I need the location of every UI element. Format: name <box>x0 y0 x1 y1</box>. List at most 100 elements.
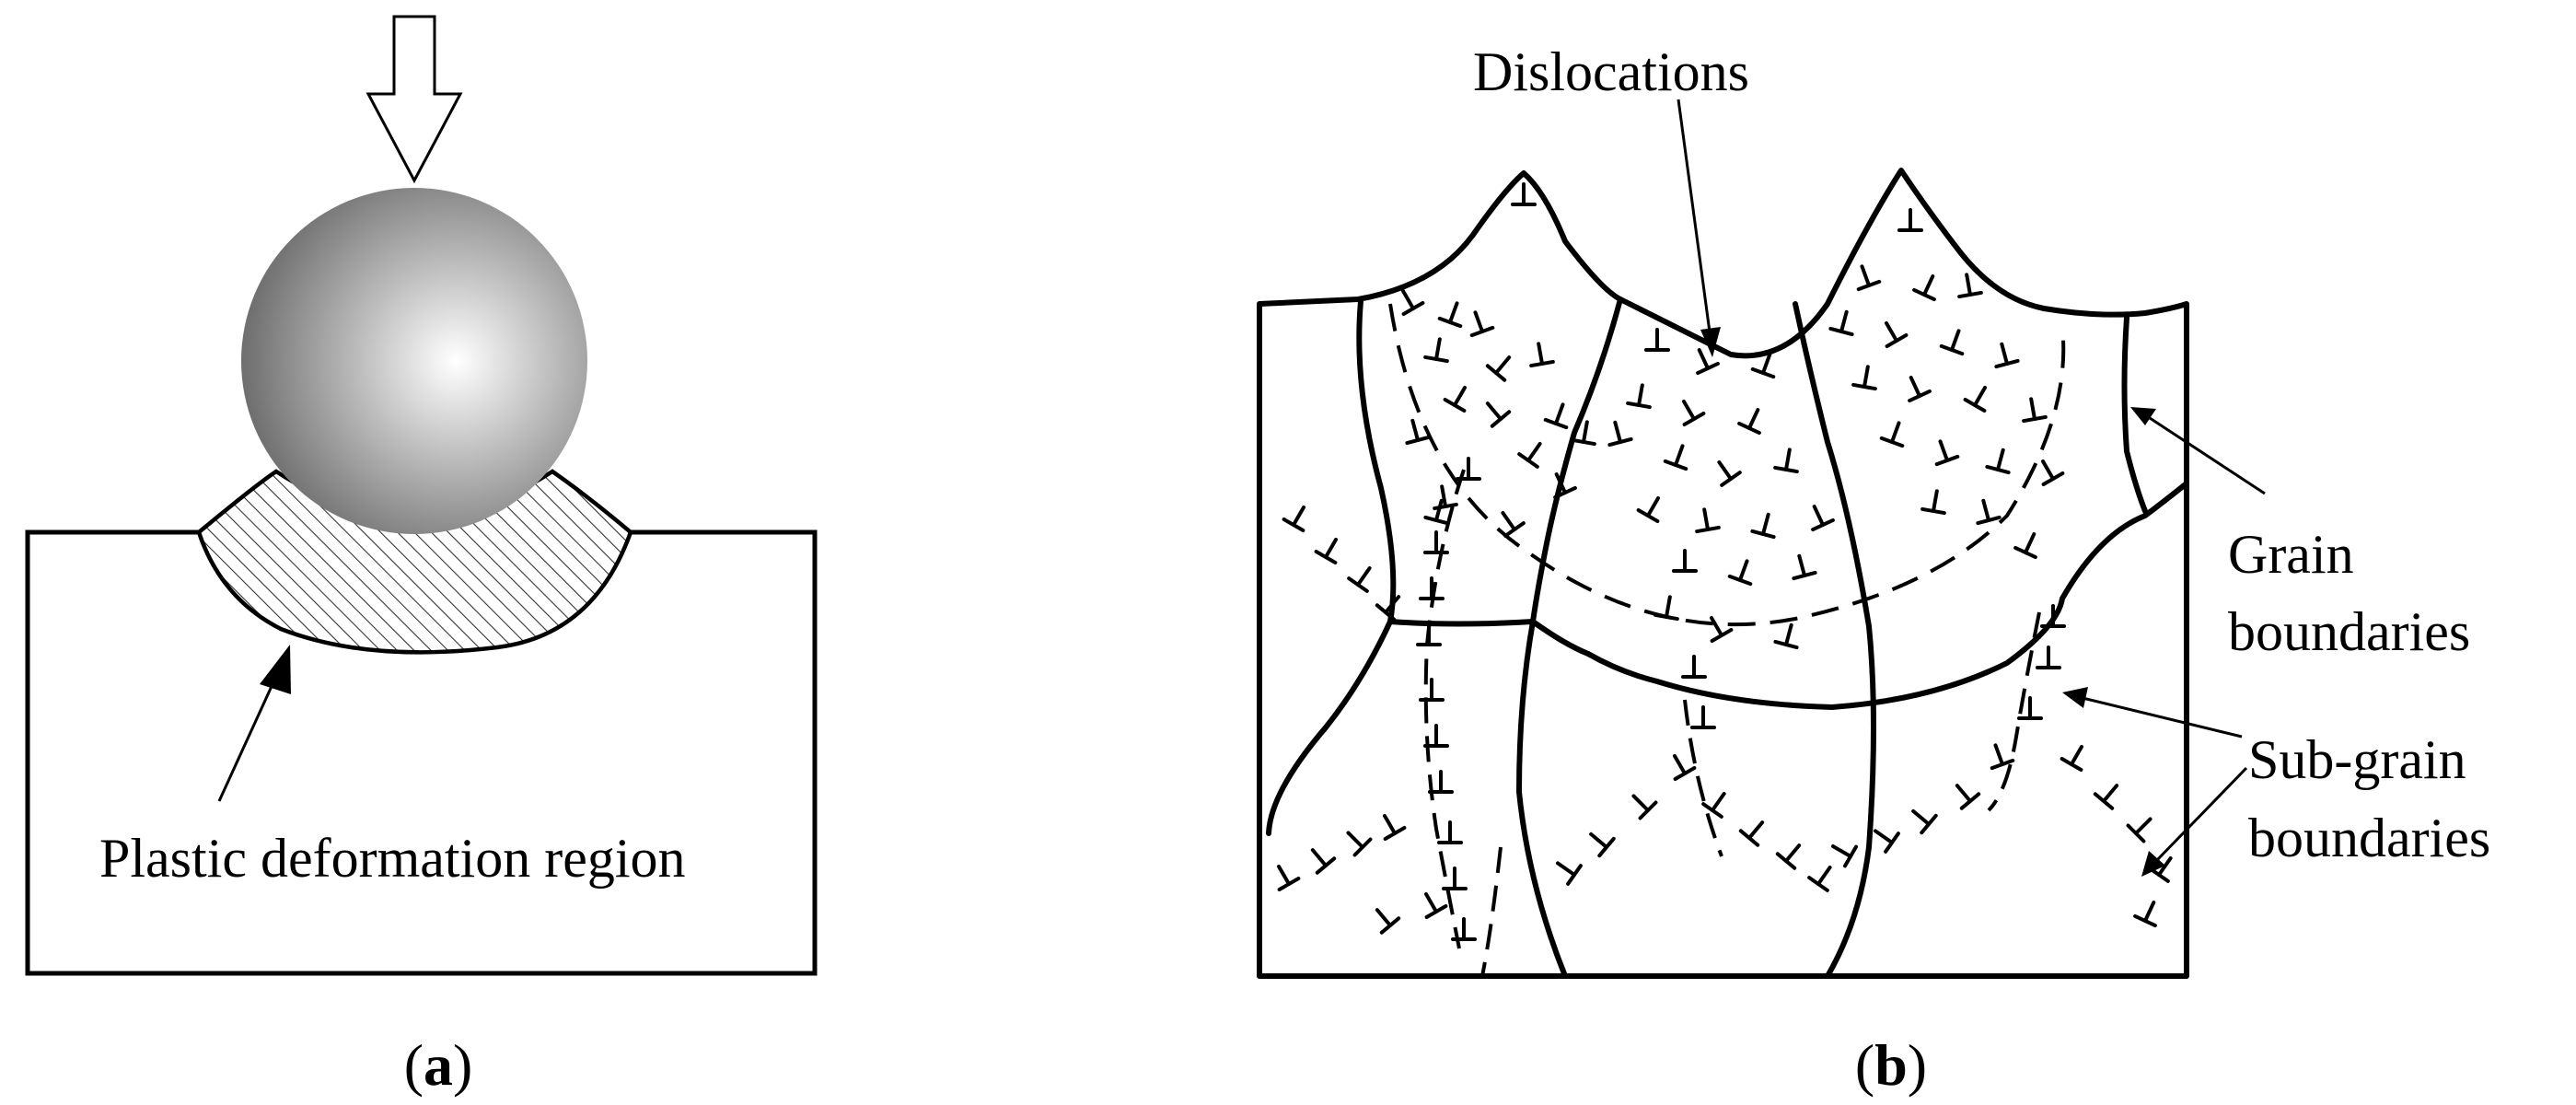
plastic-deformation-label: Plastic deformation region <box>99 828 686 889</box>
grain-boundaries <box>1266 297 2189 979</box>
dislocation-symbol-icon <box>2133 901 2157 928</box>
dislocation-symbol-icon <box>1424 891 1448 919</box>
load-arrow-icon <box>366 15 463 184</box>
dislocation-symbol-icon <box>1939 329 1965 356</box>
dislocation-symbol-icon <box>1346 831 1373 857</box>
dislocation-symbol-icon <box>1437 820 1463 844</box>
deformation-zone-arc-outer <box>1388 303 2066 627</box>
dislocation-symbol-icon <box>1955 784 1981 810</box>
dislocation-symbol-icon <box>1682 399 1706 426</box>
dislocation-symbol-icon <box>1375 595 1401 622</box>
indenter-ball <box>241 188 587 534</box>
dislocation-symbol-icon <box>1423 498 1449 526</box>
caption-a: (a) <box>404 1032 473 1098</box>
dislocation-symbol-icon <box>1314 537 1338 564</box>
dislocation-symbol-icon <box>1442 867 1468 890</box>
dislocation-symbol-icon <box>1710 615 1734 643</box>
dislocations-label: Dislocations <box>1473 41 1749 102</box>
dislocation-symbol-icon <box>1690 705 1716 729</box>
dislocation-symbol-icon <box>2013 532 2037 560</box>
dislocation-symbol-icon <box>1727 559 1753 587</box>
dislocation-symbol-icon <box>1469 310 1495 338</box>
dislocation-symbol-icon <box>1773 622 1799 650</box>
microstructure-outline <box>1257 168 2189 979</box>
dislocation-symbol-icon <box>2040 604 2066 628</box>
dislocation-symbol-icon <box>1375 908 1401 935</box>
dislocation-symbol-icon <box>1485 401 1512 428</box>
panel-b: Dislocations Grain boundaries Sub-grain … <box>1257 41 2490 1098</box>
subgrain-pointer-arrowhead-1-icon <box>2062 687 2088 708</box>
subgrain-label-line-2: boundaries <box>2248 808 2490 868</box>
dislocation-symbols <box>1277 182 2173 941</box>
caption-b: (b) <box>1855 1032 1927 1098</box>
dislocation-symbol-icon <box>1695 507 1721 534</box>
grain-label-line-1: Grain <box>2228 524 2354 585</box>
dislocation-symbol-icon <box>1485 355 1512 382</box>
dislocation-symbol-icon <box>1428 770 1454 794</box>
subgrain-pointer-arrowhead-2-icon <box>2141 851 2165 877</box>
dislocation-symbol-icon <box>1696 348 1720 376</box>
dislocation-symbol-icon <box>1897 208 1923 232</box>
panel-a: Plastic deformation region (a) <box>25 15 818 1098</box>
dislocation-symbol-icon <box>1985 448 2011 475</box>
subgrain-pointer-line-2 <box>2154 766 2248 863</box>
region-pointer-line <box>217 671 280 802</box>
dislocation-symbol-icon <box>1912 274 1936 302</box>
subgrain-boundaries <box>1423 469 2041 977</box>
dislocation-symbol-icon <box>1673 753 1697 781</box>
dislocation-symbol-icon <box>1433 484 1458 511</box>
dislocation-symbol-icon <box>1828 309 1854 337</box>
dislocation-symbol-icon <box>1553 472 1577 500</box>
dislocation-symbol-icon <box>1934 439 1960 467</box>
dislocation-symbol-icon <box>1443 385 1467 413</box>
dislocation-symbol-icon <box>1543 402 1569 430</box>
grain-label-line-2: boundaries <box>2228 601 2470 662</box>
dislocation-symbol-icon <box>1957 273 1983 299</box>
dislocation-symbol-icon <box>1990 743 2015 771</box>
dislocation-symbol-icon <box>1885 320 1909 348</box>
region-pointer-arrowhead-icon <box>260 645 291 694</box>
dislocation-symbol-icon <box>1511 182 1537 206</box>
dislocation-symbol-icon <box>1920 489 1946 516</box>
dislocation-symbol-icon <box>1282 505 1305 532</box>
dislocation-symbol-icon <box>1851 365 1877 391</box>
grain-pointer-line <box>2146 414 2266 495</box>
dislocation-symbol-icon <box>2036 646 2061 669</box>
dislocation-symbol-icon <box>1911 808 1938 835</box>
dislocation-symbol-icon <box>1963 385 1987 413</box>
dislocation-symbol-icon <box>1873 829 1900 854</box>
dislocations-pointer-arrowhead-icon <box>1700 327 1721 357</box>
dislocation-symbol-icon <box>1701 791 1726 819</box>
dislocation-symbol-icon <box>1773 448 1799 474</box>
dislocation-symbol-icon <box>1631 794 1658 820</box>
dislocation-symbol-icon <box>1437 301 1463 329</box>
dislocation-symbol-icon <box>1811 505 1835 532</box>
dislocation-symbol-icon <box>1994 342 2020 369</box>
dislocation-symbol-icon <box>1277 864 1301 891</box>
dislocation-symbol-icon <box>1555 861 1583 886</box>
dislocation-symbol-icon <box>1423 337 1449 364</box>
dislocation-symbol-icon <box>2017 696 2043 720</box>
dislocation-symbol-icon <box>1807 865 1832 892</box>
dislocations-pointer-line <box>1677 99 1712 340</box>
dislocation-symbol-icon <box>2022 397 2048 424</box>
dislocation-symbol-icon <box>1856 264 1882 292</box>
grain-pointer-arrowhead-icon <box>2130 407 2156 425</box>
dislocation-symbol-icon <box>1401 288 1425 316</box>
dislocation-symbol-icon <box>2041 459 2065 486</box>
dislocation-symbol-icon <box>1976 498 2002 526</box>
dislocation-symbol-icon <box>1663 444 1688 471</box>
dislocation-symbol-icon <box>1383 813 1407 841</box>
dislocation-symbol-icon <box>1626 383 1652 410</box>
dislocation-symbol-icon <box>1830 844 1858 868</box>
dislocation-symbol-icon <box>2093 784 2119 810</box>
dislocation-symbol-icon <box>1529 342 1555 368</box>
dislocation-symbol-icon <box>1775 843 1802 870</box>
dislocation-symbol-icon <box>2126 817 2152 843</box>
dislocation-symbol-icon <box>1517 441 1542 469</box>
dislocation-symbol-icon <box>1737 408 1761 436</box>
dislocation-symbol-icon <box>1654 595 1679 622</box>
dislocation-symbol-icon <box>1589 832 1616 858</box>
dislocation-symbol-icon <box>1607 420 1633 448</box>
dislocation-symbol-icon <box>1792 553 1817 581</box>
